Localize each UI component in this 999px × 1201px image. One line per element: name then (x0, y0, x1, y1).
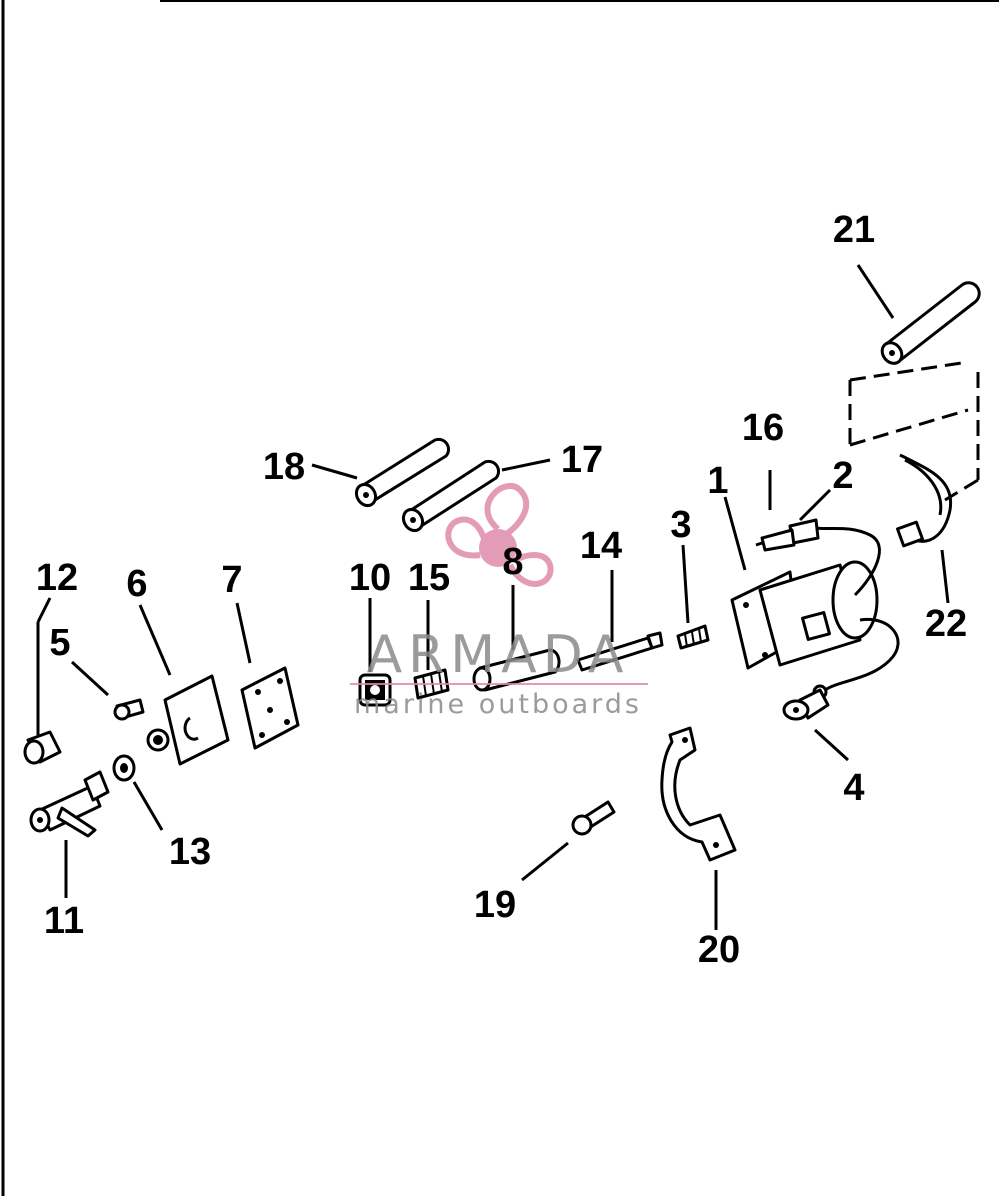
part-4-ring-terminal (782, 688, 830, 721)
callout-7: 7 (221, 559, 242, 601)
propeller-icon (445, 483, 554, 587)
part-18-tube (354, 437, 451, 508)
callout-21: 21 (833, 209, 875, 251)
callout-11: 11 (44, 900, 84, 942)
callout-8: 8 (502, 541, 523, 583)
callout-22: 22 (925, 603, 967, 645)
part-5-screw (113, 698, 145, 721)
part-19-screw (571, 800, 616, 836)
part-14-pin (576, 631, 664, 672)
callout-2: 2 (832, 455, 853, 497)
part-8-plunger (472, 648, 561, 692)
callout-13: 13 (169, 831, 211, 873)
part-7-gasket (240, 666, 300, 750)
part-6-cover (146, 674, 230, 766)
part-20-clamp (660, 726, 737, 862)
callout-19: 19 (474, 884, 516, 926)
dashed-bracket (848, 360, 980, 502)
callout-18: 18 (263, 446, 305, 488)
part-13-washer (112, 754, 136, 782)
part-17-tube (401, 459, 501, 533)
part-1-solenoid (730, 526, 900, 700)
part-21-tube (880, 281, 981, 365)
callout-labels: 1 2 3 4 5 6 7 8 10 11 12 13 14 15 16 17 … (36, 209, 967, 971)
callout-14: 14 (580, 525, 622, 567)
callout-3: 3 (670, 504, 691, 546)
callout-15: 15 (408, 557, 450, 599)
watermark-brand: ARMADA (367, 625, 630, 685)
callout-5: 5 (49, 622, 70, 664)
part-11-fitting (29, 770, 110, 838)
armada-watermark: ARMADA marine outboards (350, 483, 648, 720)
callout-6: 6 (126, 563, 147, 605)
part-22-strap (896, 453, 953, 548)
part-12-cap (23, 730, 62, 765)
leader-lines (36, 264, 950, 930)
callout-10: 10 (349, 557, 391, 599)
part-2-connector (755, 518, 820, 552)
callout-20: 20 (698, 929, 740, 971)
callout-12: 12 (36, 557, 78, 599)
callout-17: 17 (561, 439, 603, 481)
callout-16: 16 (742, 407, 784, 449)
part-3-spring (676, 624, 710, 650)
watermark-tagline: marine outboards (354, 689, 642, 720)
callout-4: 4 (843, 767, 864, 809)
callout-1: 1 (707, 460, 728, 502)
